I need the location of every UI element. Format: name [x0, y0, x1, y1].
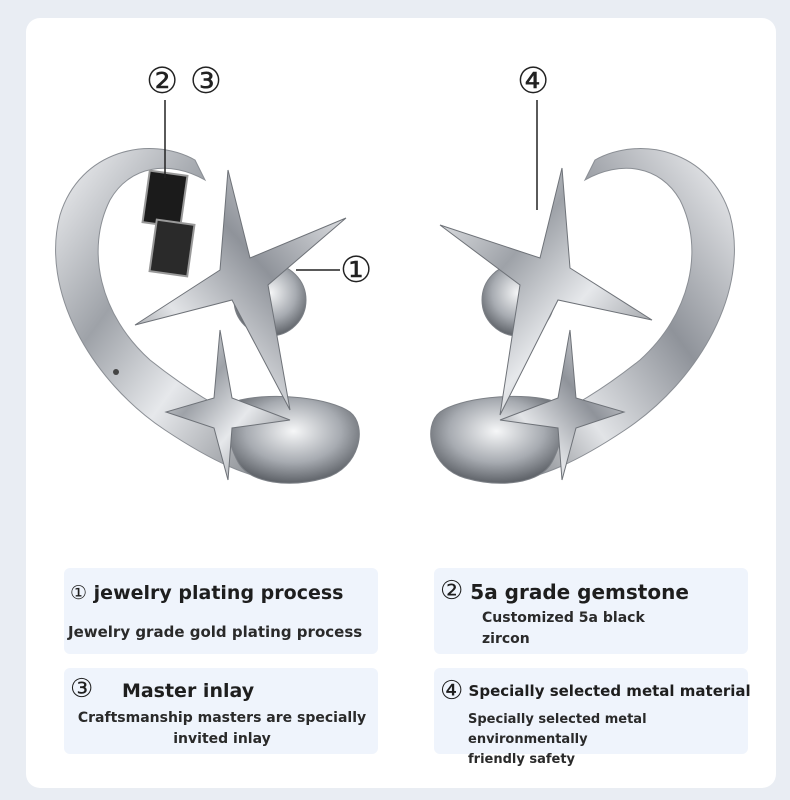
- feature-box-gemstone: ② 5a grade gemstone Customized 5a black …: [434, 568, 748, 654]
- feature-number: ①: [70, 582, 88, 604]
- left-small-star: [164, 329, 291, 481]
- feature-desc: Craftsmanship masters are specially invi…: [77, 710, 367, 747]
- right-big-star: [439, 167, 653, 416]
- feature-number: ③: [70, 674, 94, 704]
- earphones-illustration: [55, 100, 735, 484]
- feature-title: jewelry plating process: [93, 582, 344, 604]
- feature-box-metal: ④ Specially selected metal material Spec…: [434, 668, 751, 767]
- feature-title: Specially selected metal material: [468, 682, 751, 700]
- feature-desc: Customized 5a black zircon: [482, 610, 645, 647]
- left-big-star: [134, 169, 347, 411]
- feature-box-plating: ① jewelry plating process Jewelry grade …: [64, 568, 378, 654]
- feature-title: 5a grade gemstone: [470, 580, 689, 604]
- right-earphone: [430, 148, 735, 484]
- callout-plating: ①: [340, 250, 373, 291]
- right-small-star: [499, 329, 626, 481]
- feature-box-inlay: ③ Master inlay Craftsmanship masters are…: [64, 668, 378, 754]
- callout-metal: ④: [517, 61, 550, 102]
- feature-number: ②: [440, 576, 464, 606]
- feature-title: Master inlay: [121, 680, 255, 702]
- feature-number: ④: [440, 676, 464, 706]
- callout-gem-inlay: ② ③: [146, 61, 222, 102]
- left-earphone: [55, 148, 360, 484]
- feature-desc: Jewelry grade gold plating process: [68, 623, 363, 641]
- left-mic-hole: [113, 369, 119, 375]
- feature-desc: Specially selected metal environmentally…: [468, 712, 647, 767]
- gemstones: [141, 169, 196, 278]
